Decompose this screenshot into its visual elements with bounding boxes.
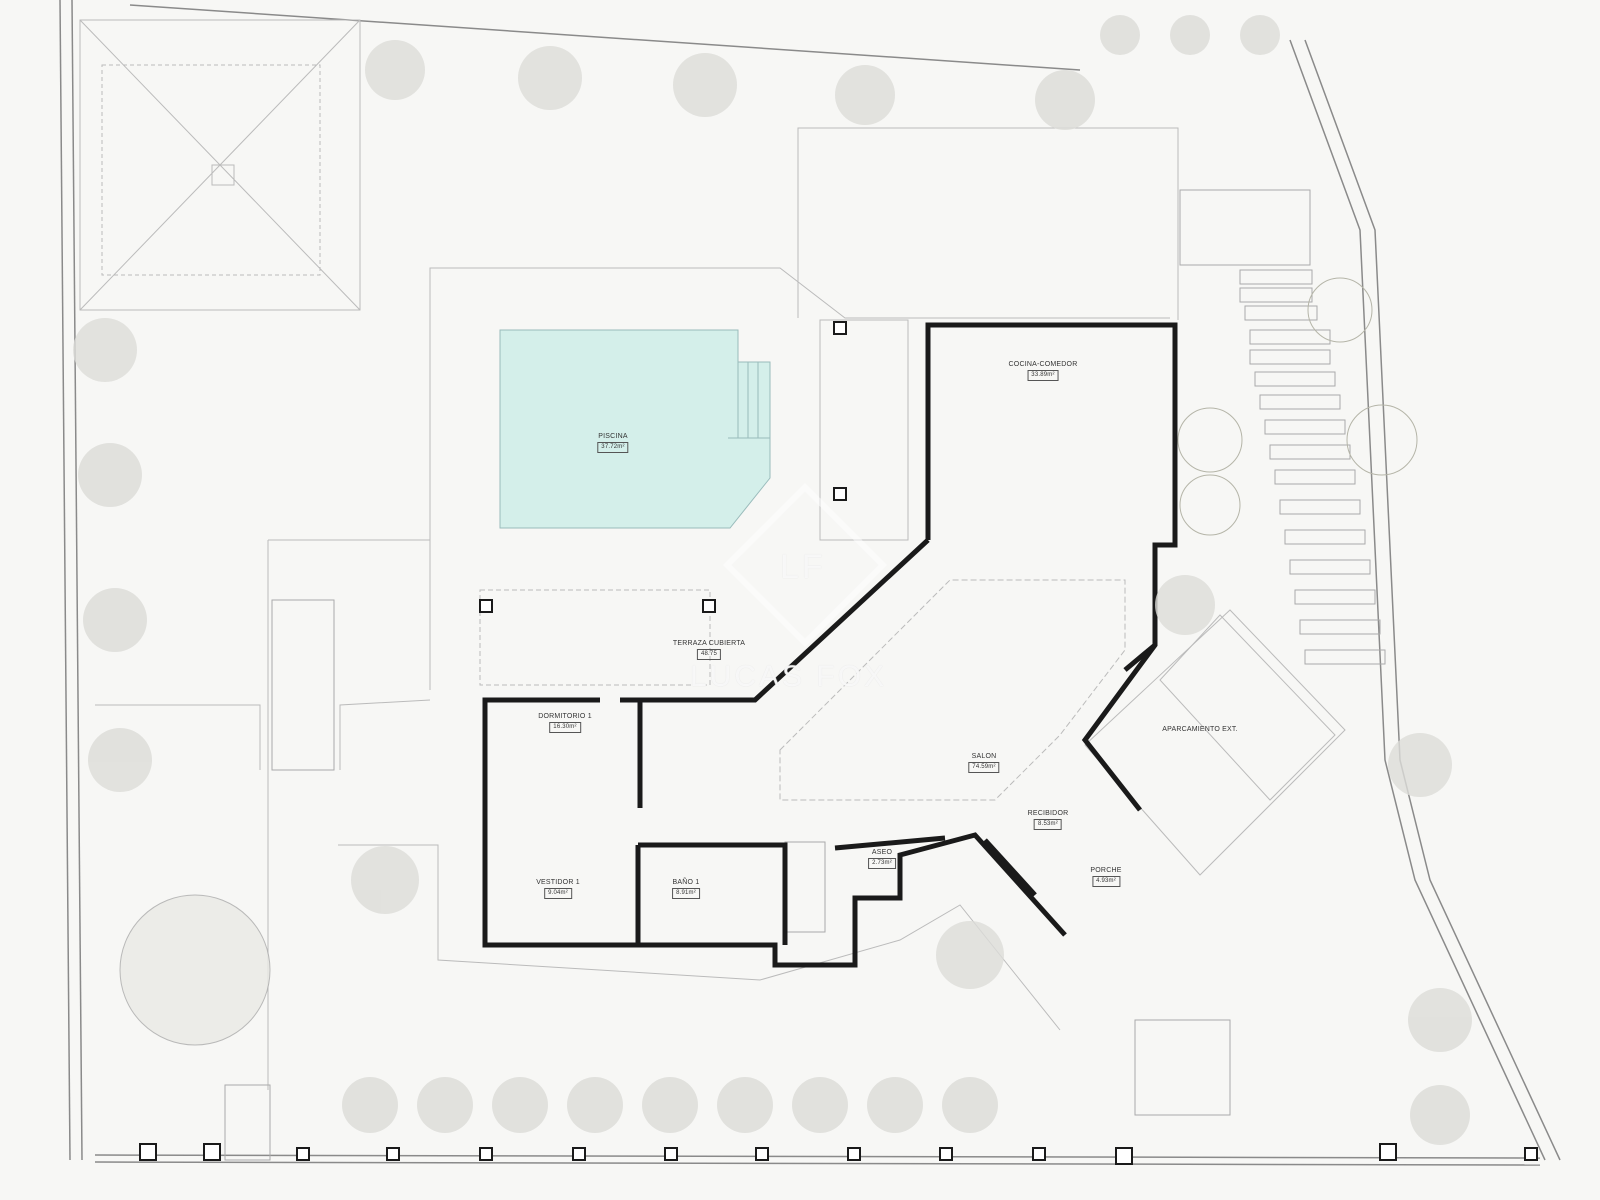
room-name: DORMITORIO 1: [538, 713, 592, 720]
room-name: APARCAMIENTO EXT.: [1162, 726, 1238, 733]
trees: [73, 15, 1472, 1145]
steps: [224, 189, 1386, 1161]
room-name: ASEO: [871, 849, 893, 856]
watermark-text: LUCAS FOX: [690, 660, 888, 693]
room-label-salon: SALON 74.59m²: [968, 752, 1000, 773]
pool-steps: [728, 362, 770, 439]
room-label-bano: BAÑO 1 8.91m²: [672, 878, 700, 899]
watermark-logo: LF: [780, 548, 826, 586]
room-name: PISCINA: [598, 433, 628, 440]
room-label-dormitorio: DORMITORIO 1 16.30m²: [538, 712, 592, 733]
palm-trees: [1177, 277, 1418, 536]
room-name: COCINA-COMEDOR: [1008, 361, 1078, 368]
site-lines: [79, 19, 1346, 1090]
room-area: 2.73m²: [868, 858, 896, 869]
room-label-aparcamiento: APARCAMIENTO EXT.: [1162, 725, 1238, 734]
room-name: SALON: [971, 753, 997, 760]
room-name: TERRAZA CUBIERTA: [672, 640, 746, 647]
room-area: 48.75: [696, 649, 721, 660]
logo-watermark: [722, 482, 888, 648]
room-label-terraza: TERRAZA CUBIERTA 48.75: [673, 639, 745, 660]
room-area: 16.30m²: [549, 722, 581, 733]
room-label-recibidor: RECIBIDOR 8.53m²: [1028, 809, 1069, 830]
room-label-piscina: PISCINA 37.72m²: [597, 432, 629, 453]
room-label-aseo: ASEO 2.73m²: [868, 848, 896, 869]
room-name: PORCHE: [1090, 867, 1122, 874]
columns: [139, 321, 1538, 1165]
room-label-cocina: COCINA-COMEDOR 33.89m²: [1009, 360, 1078, 381]
pool: [499, 329, 771, 529]
room-area: 74.59m²: [968, 762, 1000, 773]
walls: [482, 322, 1178, 968]
room-area: 33.89m²: [1027, 370, 1059, 381]
room-label-porche: PORCHE 4.93m²: [1090, 866, 1121, 887]
room-label-vestidor: VESTIDOR 1 9.04m²: [536, 878, 580, 899]
room-area: 8.91m²: [672, 888, 700, 899]
room-area: 8.53m²: [1034, 819, 1062, 830]
room-area: 9.04m²: [544, 888, 572, 899]
room-area: 37.72m²: [597, 442, 629, 453]
room-name: VESTIDOR 1: [536, 879, 580, 886]
room-area: 4.93m²: [1092, 876, 1120, 887]
room-name: RECIBIDOR: [1027, 810, 1069, 817]
room-name: BAÑO 1: [672, 879, 700, 886]
